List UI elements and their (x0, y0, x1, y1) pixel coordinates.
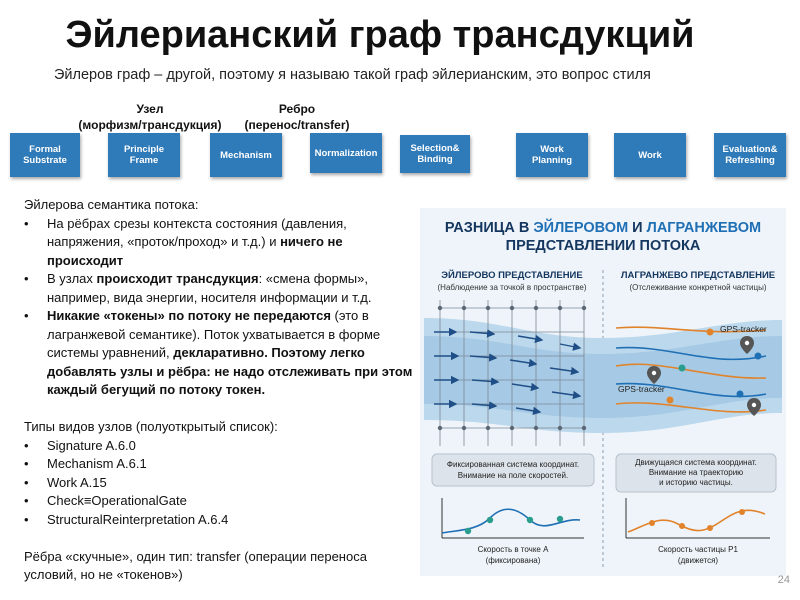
step-label: Mechanism (220, 149, 272, 161)
step-label: Binding (417, 154, 453, 165)
euler-chart-caption: Скорость в точке A (478, 545, 550, 554)
step-label: Principle (123, 144, 165, 155)
euler-description-line: Фиксированная система координат. (447, 460, 579, 469)
pipeline-step-selection-binding: Selection&Binding (400, 135, 470, 173)
body-text: Эйлерова семантика потока: На рёбрах сре… (24, 196, 414, 585)
step-label: Frame (129, 155, 159, 166)
euler-semantics-intro: Эйлерова семантика потока: (24, 197, 199, 212)
pipeline-step-work: Work (614, 133, 686, 177)
gps-pin-icon (740, 336, 754, 354)
text-span-bold: Никакие «токены» по потоку не передаются (47, 308, 331, 323)
list-item: Mechanism A.6.1 (24, 455, 414, 474)
euler-grid-nodes (437, 305, 587, 431)
euler-description-line: Внимание на поле скоростей. (458, 471, 568, 480)
list-item: Никакие «токены» по потоку не передаются… (24, 307, 414, 400)
text-span-bold: ничего не происходит (47, 234, 343, 268)
infographic-title-line1: РАЗНИЦА В ЭЙЛЕРОВОМ И ЛАГРАНЖЕВОМ (445, 218, 761, 236)
euler-chart-caption: (фиксирована) (486, 556, 541, 565)
lagrange-description-line: Движущаяся система координат. (635, 458, 757, 467)
step-label: Formal (29, 144, 61, 155)
lagrange-chart-caption: (движется) (678, 556, 718, 565)
list-item: Signature A.6.0 (24, 437, 414, 456)
infographic-drawing: РАЗНИЦА В ЭЙЛЕРОВОМ И ЛАГРАНЖЕВОМ ПРЕДСТ… (424, 218, 782, 568)
euler-velocity-arrows (434, 327, 582, 415)
step-label: Evaluation& (722, 144, 778, 155)
list-item: В узлах происходит трансдукция: «смена ф… (24, 270, 414, 307)
step-label: Normalization (314, 147, 378, 159)
edges-note: Рёбра «скучные», один тип: transfer (опе… (24, 548, 367, 583)
lagrange-description-box (615, 453, 777, 493)
node-types-header: Типы видов узлов (полуоткрытый список): (24, 419, 278, 434)
edge-annotation: Ребро (перенос/transfer) (232, 101, 362, 133)
euler-lagrange-infographic: РАЗНИЦА В ЭЙЛЕРОВОМ И ЛАГРАНЖЕВОМ ПРЕДСТ… (420, 208, 786, 576)
text-span: В узлах (47, 271, 97, 286)
euler-heading: ЭЙЛЕРОВО ПРЕДСТАВЛЕНИЕ (441, 269, 582, 281)
node-annotation-detail: (морфизм/трансдукция) (78, 118, 222, 132)
euler-semantics-list: На рёбрах срезы контекста состояния (дав… (24, 215, 414, 400)
gps-label: GPS-tracker (720, 324, 767, 334)
list-item: StructuralReinterpretation A.6.4 (24, 511, 414, 530)
lagrange-description-line: и историю частицы. (659, 478, 733, 487)
gps-pin-icon (647, 366, 661, 384)
list-item: На рёбрах срезы контекста состояния (дав… (24, 215, 414, 271)
gps-pin-icon (747, 398, 761, 416)
edge-annotation-label: Ребро (278, 102, 316, 116)
lagrange-subheading: (Отслеживание конкретной частицы) (629, 283, 766, 292)
lagrange-heading: ЛАГРАНЖЕВО ПРЕДСТАВЛЕНИЕ (621, 270, 775, 281)
step-label: Refreshing (725, 155, 775, 166)
edge-annotation-detail: (перенос/transfer) (244, 118, 350, 132)
pipeline-step-normalization: Normalization (310, 133, 382, 173)
step-label: Selection& (410, 143, 460, 154)
euler-subheading: (Наблюдение за точкой в пространстве) (438, 283, 587, 292)
lagrange-chart-caption: Скорость частицы P1 (658, 545, 738, 554)
text-span: (это в лагранжевой семантике). Поток ухв… (47, 308, 381, 360)
list-item: Work A.15 (24, 474, 414, 493)
gps-label: GPS-tracker (618, 384, 665, 394)
step-label: Planning (531, 155, 573, 166)
text-span-bold: декларативно. Поэтому легко добавлять уз… (47, 345, 413, 397)
slide-title: Эйлерианский граф трансдукций (65, 14, 695, 56)
lagrange-trajectories (615, 326, 767, 413)
infographic-title-line2: ПРЕДСТАВЛЕНИИ ПОТОКА (506, 238, 701, 254)
node-types-list: Signature A.6.0 Mechanism A.6.1 Work A.1… (24, 437, 414, 530)
lagrange-velocity-chart (625, 498, 770, 539)
node-annotation: Узел (морфизм/трансдукция) (70, 101, 230, 133)
lagrange-particles (666, 328, 762, 404)
step-label: Substrate (23, 155, 67, 166)
slide-subtitle: Эйлеров граф – другой, поэтому я называю… (54, 67, 651, 83)
pipeline-step-evaluation-refreshing: Evaluation&Refreshing (714, 133, 786, 177)
text-span: На рёбрах срезы контекста состояния (дав… (47, 215, 347, 250)
page-number: 24 (777, 574, 790, 586)
flow-band-inner (424, 336, 782, 418)
node-annotation-label: Узел (136, 102, 164, 116)
step-label: Work (540, 144, 564, 155)
lagrange-description-line: Внимание на траекторию (649, 468, 743, 477)
text-span-bold: происходит трансдукция (96, 271, 259, 286)
text-span: : «смена формы», например, вида энергии,… (47, 271, 372, 305)
step-label: Work (638, 149, 662, 161)
euler-description-box (431, 453, 595, 487)
euler-velocity-chart (441, 498, 584, 539)
list-item: Check≡OperationalGate (24, 492, 414, 511)
pipeline-step-mechanism: Mechanism (210, 133, 282, 177)
